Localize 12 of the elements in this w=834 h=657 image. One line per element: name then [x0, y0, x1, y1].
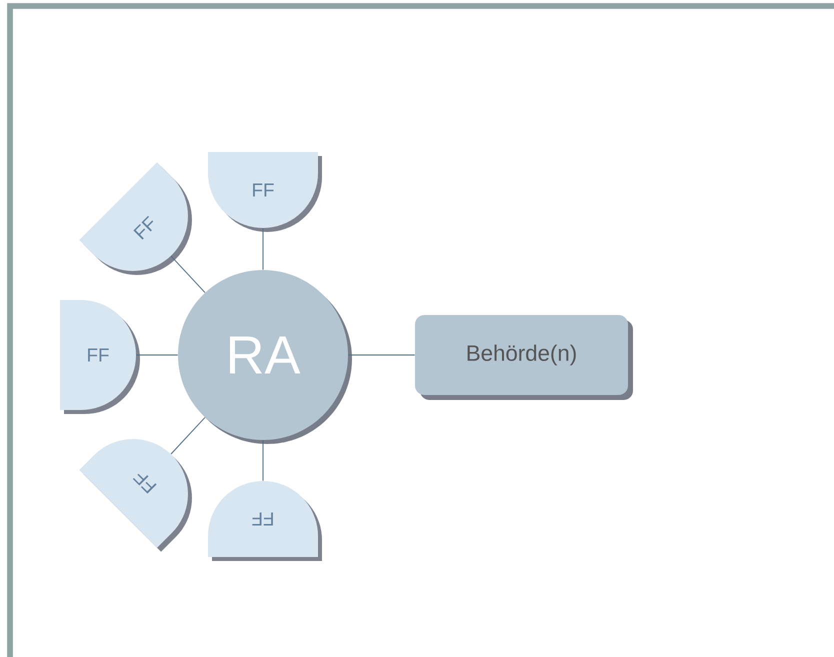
- half-circle-tab: FF: [79, 439, 192, 552]
- half-circle-tab: FF: [208, 152, 322, 232]
- half-circle-tab: FF: [79, 162, 192, 275]
- connector-line: [170, 416, 206, 454]
- half-circle-tab: FF: [60, 300, 140, 414]
- half-circle-tab: FF: [208, 481, 322, 561]
- connector-line: [348, 354, 416, 356]
- process-box: Behörde(n): [415, 315, 633, 400]
- connector-line: [262, 228, 264, 270]
- connector-line: [136, 354, 178, 356]
- connector-line: [262, 440, 264, 482]
- connector-line: [170, 256, 206, 294]
